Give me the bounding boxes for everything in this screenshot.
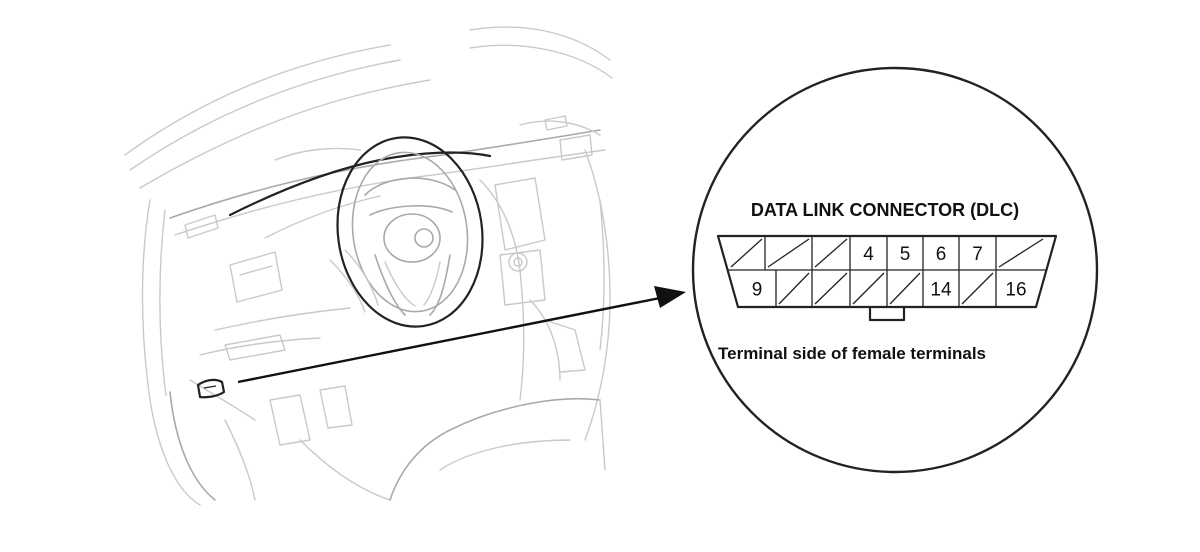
pin-label-6: 6	[936, 244, 947, 265]
dlc-title: DATA LINK CONNECTOR (DLC)	[751, 200, 1019, 220]
pin-label-5: 5	[900, 244, 911, 265]
pin-label-14: 14	[930, 280, 952, 301]
unused-pin-slash	[852, 272, 885, 305]
pin-label-16: 16	[1005, 280, 1026, 301]
unused-pin-slash	[889, 272, 921, 305]
dlc-connector	[716, 234, 1058, 322]
unused-pin-slash	[961, 272, 994, 305]
dlc-caption: Terminal side of female terminals	[718, 344, 986, 363]
vehicle-interior-illustration	[124, 26, 613, 506]
unused-pin-slash	[767, 238, 810, 268]
leader-arrow	[237, 286, 686, 384]
unused-pin-slash	[814, 272, 848, 305]
unused-pin-slash	[998, 238, 1044, 268]
pin-label-4: 4	[863, 244, 874, 265]
unused-pin-slash	[778, 272, 810, 305]
pin-label-7: 7	[972, 244, 983, 265]
unused-pin-slash	[730, 238, 763, 268]
pin-label-9: 9	[752, 280, 763, 301]
dlc-pin-grid: 4 5 6 7 9 14 16	[730, 238, 1044, 305]
unused-pin-slash	[814, 238, 848, 268]
